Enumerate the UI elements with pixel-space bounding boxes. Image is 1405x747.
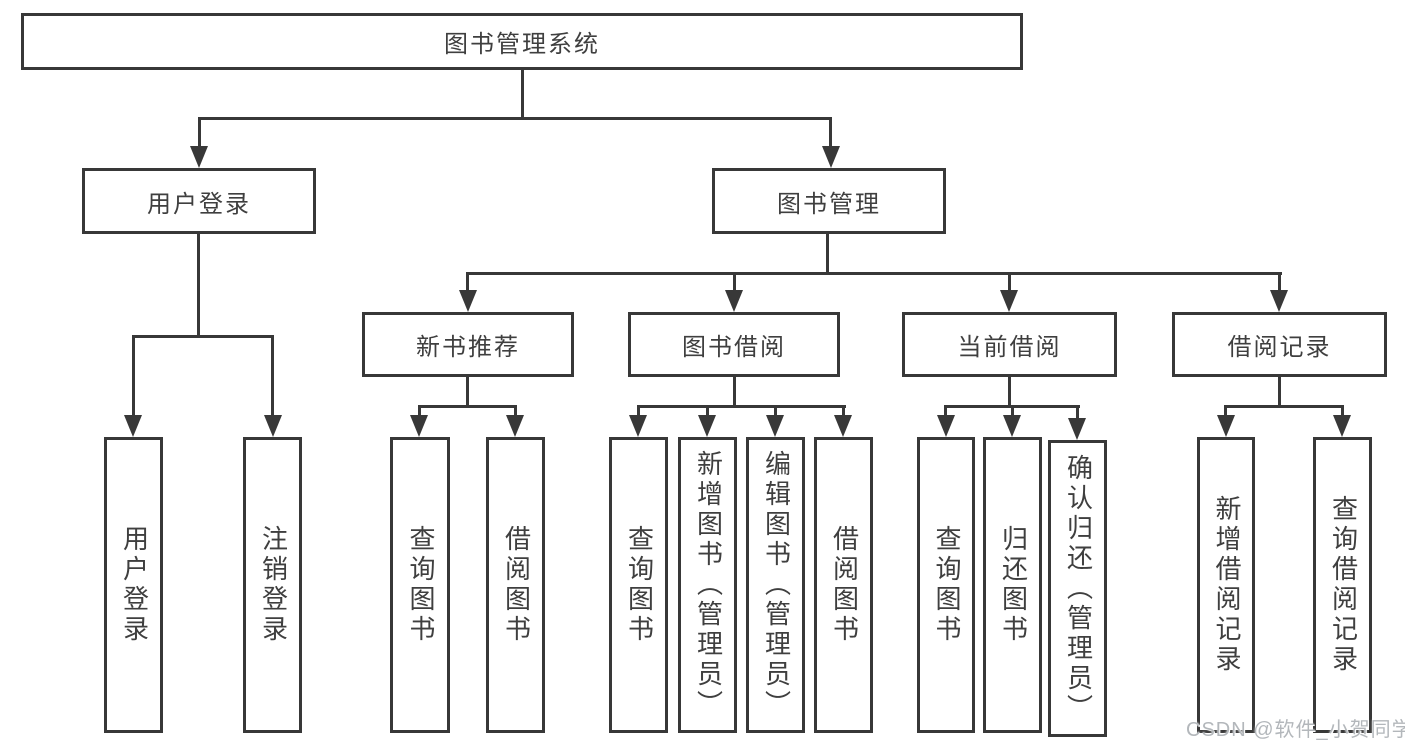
node-borrowing-records: 借阅记录 xyxy=(1172,312,1387,377)
connector-line xyxy=(132,335,274,338)
connector-line xyxy=(418,405,517,408)
leaf-confirm-return-admin: 确认归还（管理员） xyxy=(1048,440,1107,737)
arrowhead xyxy=(1000,290,1018,312)
leaf-borrow-books-borrowing: 借阅图书 xyxy=(814,437,873,733)
connector-line xyxy=(774,405,777,419)
connector-line xyxy=(1011,405,1014,419)
connector-line xyxy=(466,272,469,292)
connector-line xyxy=(418,405,421,419)
connector-line xyxy=(842,405,845,419)
leaf-query-books-borrowing: 查询图书 xyxy=(609,437,668,733)
arrowhead xyxy=(1068,418,1086,440)
arrowhead xyxy=(410,415,428,437)
arrowhead xyxy=(725,290,743,312)
arrowhead xyxy=(629,415,647,437)
node-current-borrowing: 当前借阅 xyxy=(902,312,1117,377)
leaf-return-books: 归还图书 xyxy=(983,437,1042,733)
connector-line xyxy=(132,335,135,417)
connector-line xyxy=(1224,405,1344,408)
arrowhead xyxy=(937,415,955,437)
node-new-book-recommendation: 新书推荐 xyxy=(362,312,574,377)
leaf-borrow-books-recommend: 借阅图书 xyxy=(486,437,545,733)
connector-line xyxy=(637,405,640,419)
arrowhead xyxy=(190,146,208,168)
arrowhead xyxy=(1003,415,1021,437)
arrowhead xyxy=(264,415,282,437)
leaf-query-borrow-record: 查询借阅记录 xyxy=(1313,437,1372,733)
csdn-watermark: CSDN @软件_小贺同学 xyxy=(1186,719,1405,741)
arrowhead xyxy=(506,415,524,437)
leaf-add-books-admin: 新增图书（管理员） xyxy=(678,437,737,733)
connector-line xyxy=(521,70,524,119)
connector-line xyxy=(271,335,274,417)
connector-line xyxy=(1224,405,1227,419)
connector-line xyxy=(944,405,947,419)
leaf-logout: 注销登录 xyxy=(243,437,302,733)
arrowhead xyxy=(822,146,840,168)
connector-line xyxy=(637,405,846,408)
connector-line xyxy=(197,234,200,335)
connector-line xyxy=(1278,272,1281,292)
connector-line xyxy=(829,117,832,149)
node-book-borrowing: 图书借阅 xyxy=(628,312,840,377)
leaf-query-books-recommend: 查询图书 xyxy=(390,437,450,733)
arrowhead xyxy=(1217,415,1235,437)
connector-line xyxy=(1341,405,1344,419)
arrowhead xyxy=(698,415,716,437)
connector-line xyxy=(826,234,829,272)
leaf-edit-books-admin: 编辑图书（管理员） xyxy=(746,437,805,733)
connector-line xyxy=(1278,377,1281,405)
node-user-login: 用户登录 xyxy=(82,168,316,234)
arrowhead xyxy=(459,290,477,312)
node-library-management-system: 图书管理系统 xyxy=(21,13,1023,70)
connector-line xyxy=(1008,272,1011,292)
arrowhead xyxy=(766,415,784,437)
connector-line xyxy=(733,272,736,292)
connector-line xyxy=(466,377,469,405)
connector-line xyxy=(466,272,1282,275)
connector-line xyxy=(1076,405,1079,421)
arrowhead xyxy=(834,415,852,437)
leaf-user-login: 用户登录 xyxy=(104,437,163,733)
arrowhead xyxy=(124,415,142,437)
connector-line xyxy=(514,405,517,419)
connector-line xyxy=(198,117,201,149)
leaf-add-borrow-record: 新增借阅记录 xyxy=(1197,437,1255,733)
connector-line xyxy=(706,405,709,419)
connector-line xyxy=(733,377,736,405)
arrowhead xyxy=(1270,290,1288,312)
connector-line xyxy=(1008,377,1011,405)
leaf-query-books-current: 查询图书 xyxy=(917,437,975,733)
arrowhead xyxy=(1333,415,1351,437)
connector-line xyxy=(198,117,832,120)
node-book-management: 图书管理 xyxy=(712,168,946,234)
